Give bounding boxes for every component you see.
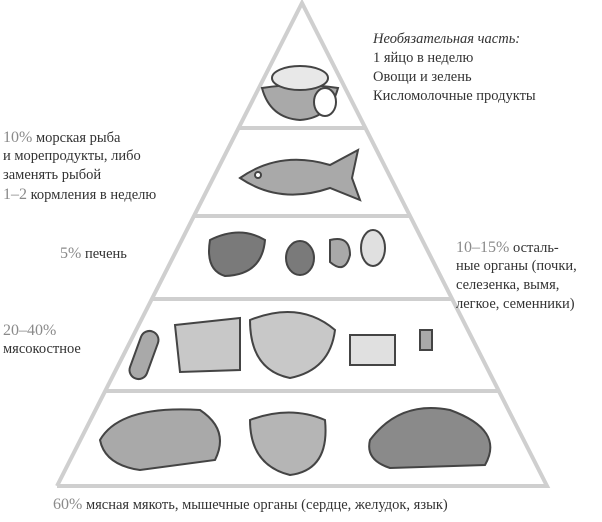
liver-icon	[208, 229, 386, 278]
optional-line: 1 яйцо в неделю	[373, 50, 474, 66]
organs-label: ные органы (почки,	[456, 258, 577, 274]
bone-percent: 20–40%	[3, 322, 57, 339]
organs-label: 10–15% осталь-	[456, 239, 559, 256]
egg-bowl-icon	[260, 65, 340, 122]
optional-line: Кисломолочные продукты	[373, 88, 536, 104]
bone-label: мясокостное	[3, 341, 81, 357]
bones-icon	[128, 311, 433, 381]
fish-label: 10% морская рыба	[3, 129, 121, 146]
organs-label: селезенка, вымя,	[456, 277, 560, 293]
meat-label: 60% мясная мякоть, мышечные органы (серд…	[53, 496, 448, 513]
fish-icon	[238, 148, 362, 202]
organs-label: легкое, семенники)	[456, 296, 575, 312]
meat-icon	[98, 407, 492, 477]
liver-label: 5% печень	[60, 245, 127, 262]
fish-label: заменять рыбой	[3, 167, 102, 183]
pyramid-outline	[55, 0, 551, 488]
fish-label: 1–2 кормления в неделю	[3, 186, 157, 203]
fish-label: и морепродукты, либо	[3, 148, 141, 164]
optional-line: Овощи и зелень	[373, 69, 472, 85]
optional-title: Необязательная часть:	[373, 31, 521, 47]
